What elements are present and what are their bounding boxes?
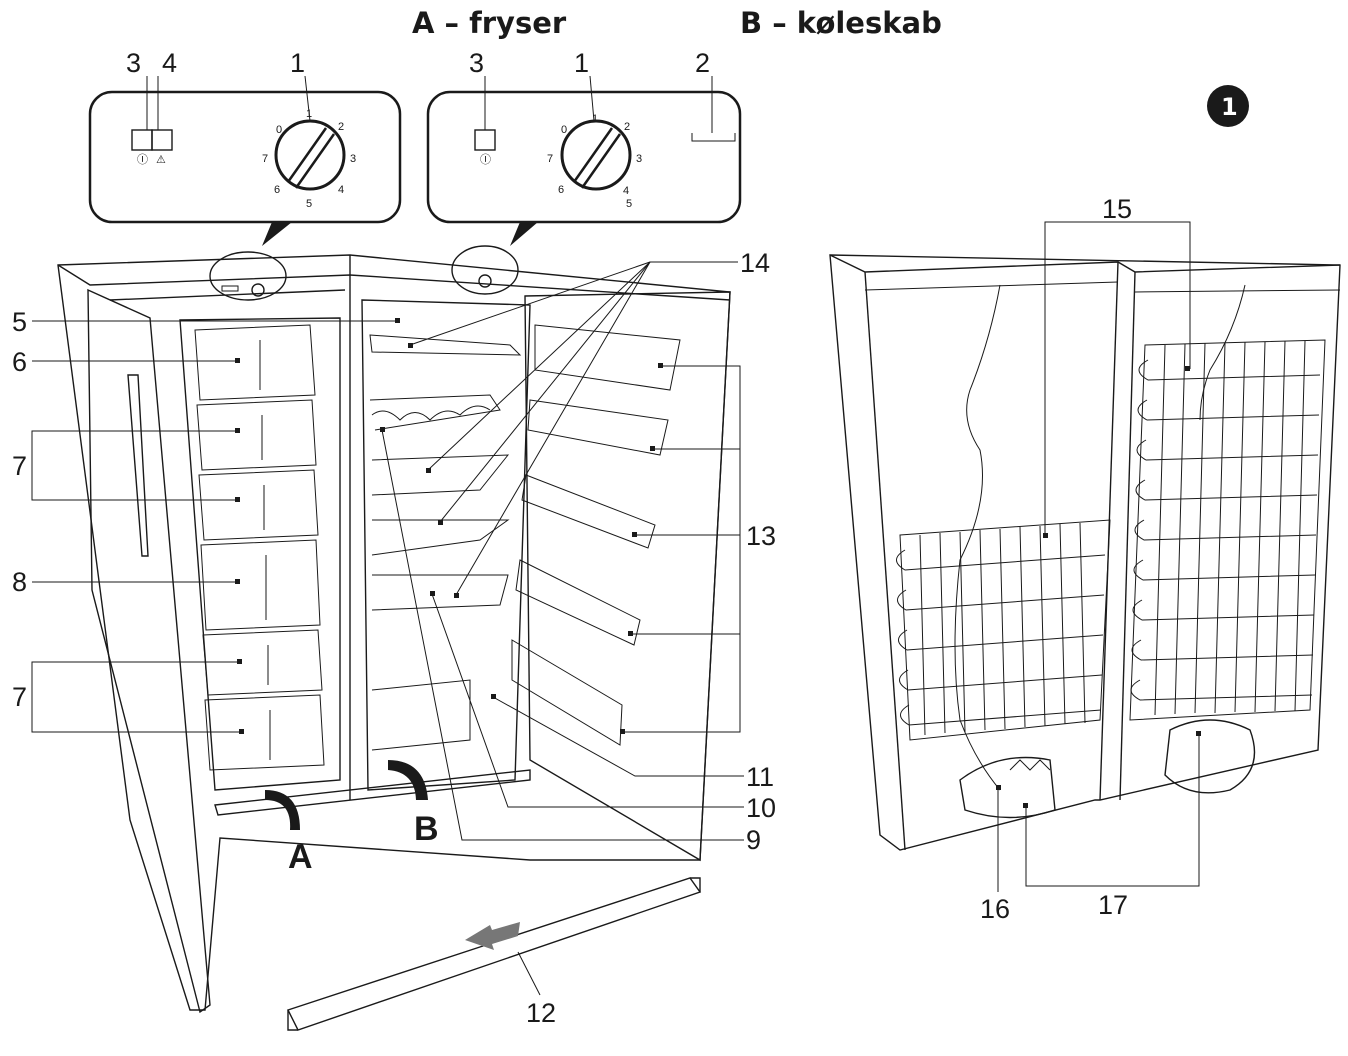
dial-number: 0 — [276, 124, 282, 136]
dial-number: 3 — [636, 153, 642, 165]
arrow-label-b: B — [414, 810, 439, 848]
arrow-b-icon — [388, 760, 428, 800]
dial-number: 7 — [262, 153, 268, 165]
callout-10: 10 — [746, 793, 776, 823]
right-callouts: 14 13 11 10 9 — [380, 248, 776, 855]
back-callouts: 15 16 17 — [980, 194, 1200, 924]
freezer-drawers — [194, 324, 325, 771]
callout-3: 3 — [469, 48, 484, 78]
dial-number: 5 — [306, 198, 312, 210]
fridge-control-panel: Ⓘ 0 1 2 3 4 5 6 7 3 1 2 — [426, 48, 742, 246]
dial-number: 6 — [558, 184, 564, 196]
dial-number: 1 — [592, 113, 598, 125]
dial-number: 0 — [561, 124, 567, 136]
callout-14: 14 — [740, 248, 770, 278]
dial-number: 6 — [274, 184, 280, 196]
door-rotation-arrows: A B — [265, 760, 439, 876]
callout-11: 11 — [746, 762, 774, 792]
freezer-header: A – fryser — [412, 6, 567, 40]
fridge-thermostat-dial — [560, 119, 632, 191]
callout-1: 1 — [574, 48, 589, 78]
fridge-header: B – køleskab — [740, 6, 942, 40]
callout-15: 15 — [1102, 194, 1132, 224]
arrow-label-a: A — [288, 838, 313, 876]
freezer-thermostat-dial — [274, 119, 346, 191]
callout-1: 1 — [290, 48, 305, 78]
dial-number: 2 — [624, 121, 630, 133]
arrow-a-icon — [265, 790, 300, 830]
figure-badge-number: 1 — [1221, 93, 1238, 121]
freezer-power-symbol: Ⓘ — [137, 153, 148, 166]
fridge-front-drawing — [57, 245, 731, 1014]
callout-6: 6 — [12, 347, 27, 377]
bottle-rack — [371, 405, 491, 421]
callout-7-upper: 7 — [12, 451, 27, 481]
freezer-alarm-switch — [151, 129, 173, 151]
callout-3: 3 — [126, 48, 141, 78]
fridge-shelves — [369, 334, 522, 751]
callout-16: 16 — [980, 894, 1010, 924]
callout-9: 9 — [746, 825, 761, 855]
fridge-back-drawing — [829, 254, 1341, 851]
freezer-condenser — [896, 519, 1111, 741]
dial-number: 4 — [623, 185, 629, 197]
callout-7-lower: 7 — [12, 682, 27, 712]
plinth-strip: 12 — [287, 877, 702, 1031]
callout-13: 13 — [746, 521, 776, 551]
freezer-control-panel: Ⓘ ⚠ 0 1 2 3 4 5 6 7 3 4 1 — [88, 48, 402, 246]
door-bins — [511, 324, 681, 746]
fridge-power-symbol: Ⓘ — [480, 153, 491, 166]
callout-8: 8 — [12, 567, 27, 597]
callout-5: 5 — [12, 307, 27, 337]
left-callouts: 5 6 7 8 7 — [12, 307, 400, 734]
freezer-alarm-symbol: ⚠ — [156, 154, 166, 166]
dial-number: 4 — [338, 184, 344, 196]
figure-badge: 1 — [1207, 85, 1249, 127]
compressors — [959, 719, 1256, 819]
dial-number: 5 — [626, 198, 632, 210]
fridge-condenser — [1129, 339, 1326, 721]
callout-4: 4 — [162, 48, 177, 78]
callout-2: 2 — [695, 48, 710, 78]
dial-number: 7 — [547, 153, 553, 165]
plinth-callout-12: 12 — [526, 998, 556, 1028]
callout-17: 17 — [1098, 890, 1128, 920]
dial-number: 2 — [338, 121, 344, 133]
dial-number: 3 — [350, 153, 356, 165]
insert-arrow-icon — [465, 922, 520, 950]
